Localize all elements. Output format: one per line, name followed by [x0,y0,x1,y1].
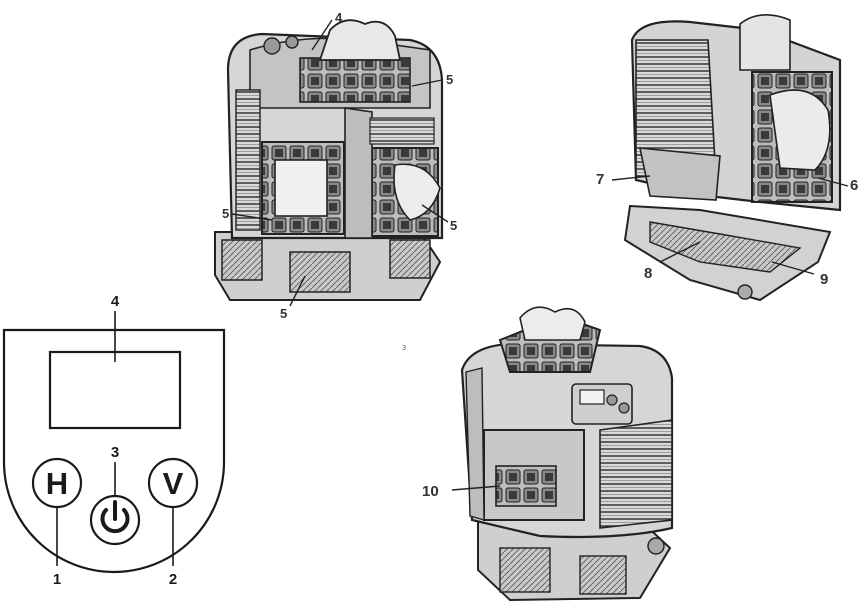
callout-front-5a: 5 [446,72,453,87]
callout-rear-6: 6 [850,177,858,194]
callout-rear-9: 9 [820,271,828,288]
v-button[interactable]: V [147,457,199,509]
laser-level-rear-view: 7 6 8 9 [596,14,858,302]
callout-power: 3 [111,444,119,461]
callout-front-5b: 5 [222,206,229,221]
callout-front-5d: 5 [280,306,287,321]
control-panel: H V 4 3 1 2 [2,293,226,588]
callout-v-button: 2 [169,571,177,588]
callout-front-5c: 5 [450,218,457,233]
callout-side-10: 10 [422,483,439,500]
laser-level-front-view: 4 5 5 5 5 5 [214,10,457,321]
callout-display: 4 [111,293,120,310]
display-screen [48,350,182,430]
power-button[interactable] [89,494,141,546]
stray-mark: з [402,342,406,352]
callout-front-4: 4 [335,10,343,25]
callout-rear-7: 7 [596,171,604,188]
h-button[interactable]: H [31,457,83,509]
callout-rear-8: 8 [644,265,652,282]
v-button-label: V [163,466,184,501]
laser-level-side-view: 10 [422,306,674,602]
callout-h-button: 1 [53,571,61,588]
h-button-label: H [46,466,68,501]
power-icon [100,500,130,534]
